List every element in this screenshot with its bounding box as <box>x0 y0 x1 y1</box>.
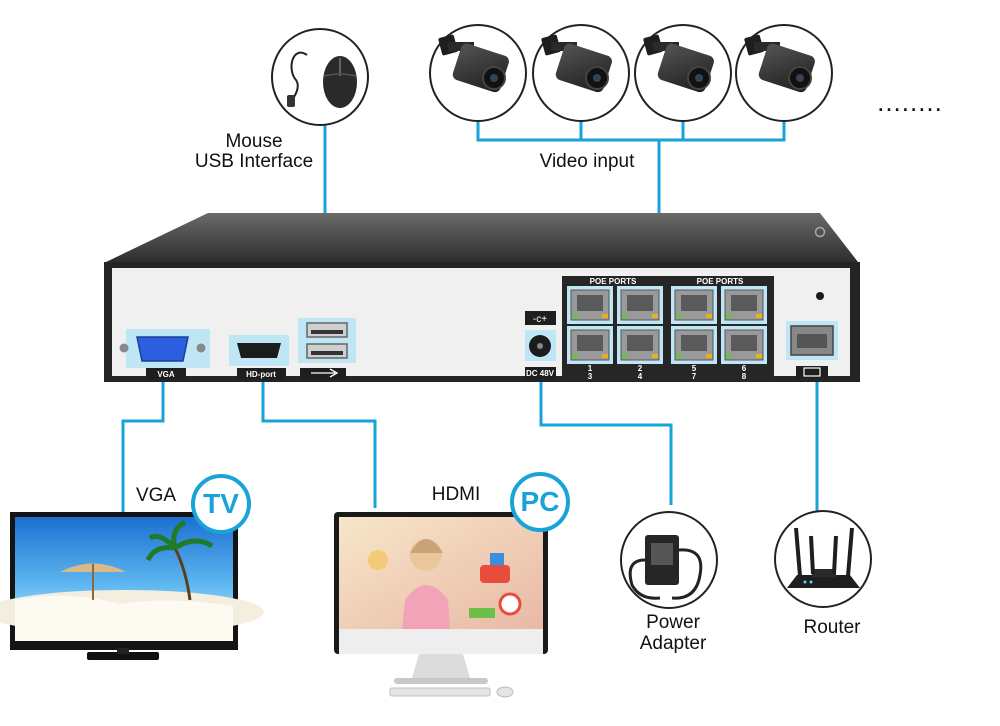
more-cameras-ellipsis: ........ <box>877 87 943 117</box>
tv-device <box>0 512 264 660</box>
pc-device <box>334 512 548 698</box>
mouse-label: Mouse <box>225 131 283 152</box>
mouse-device <box>271 28 369 126</box>
video-input-label: Video input <box>539 151 635 172</box>
poe-ethernet-port <box>721 286 767 324</box>
poe-port-number: 7 <box>692 372 697 381</box>
camera-icon <box>532 24 630 122</box>
hdmi-line <box>261 372 377 508</box>
lan-port <box>786 292 838 378</box>
poe-ethernet-port <box>617 286 663 324</box>
hdmi-label: HDMI <box>431 484 481 505</box>
vga-label: VGA <box>135 485 177 506</box>
poe-port-number: 5 <box>692 364 697 373</box>
poe-ethernet-port <box>721 326 767 364</box>
hdmi-port <box>229 335 289 379</box>
camera-icon <box>429 24 527 122</box>
poe-ethernet-port <box>671 286 717 324</box>
hd-port-label: HD-port <box>246 370 276 379</box>
poe-ethernet-port <box>567 326 613 364</box>
power-line <box>539 362 673 505</box>
poe-ports-header: POE PORTS <box>590 277 637 286</box>
poe-port-block: POE PORTS POE PORTS 1 2 5 6 3 4 7 8 <box>562 276 774 381</box>
poe-ethernet-port <box>671 326 717 364</box>
poe-ethernet-port <box>567 286 613 324</box>
vga-port <box>119 329 210 379</box>
router-label: Router <box>803 617 861 638</box>
camera-icon <box>735 24 833 122</box>
usb-interface-label: USB Interface <box>194 151 314 172</box>
poe-ethernet-port <box>617 326 663 364</box>
poe-port-number: 3 <box>588 372 593 381</box>
monitor-icon <box>334 512 548 698</box>
usb-ports <box>298 318 356 379</box>
camera-icon <box>634 24 732 122</box>
dc-power-port: -c+ <box>525 311 556 379</box>
poe-port-number: 6 <box>742 364 747 373</box>
camera-bus-line <box>476 121 786 142</box>
nvr-recorder: -c+ POE PORTS POE PORTS 1 2 5 6 3 4 7 8 <box>104 213 860 382</box>
poe-port-number: 4 <box>638 372 643 381</box>
poe-port-number: 8 <box>742 372 747 381</box>
tv-badge: TV <box>191 474 251 534</box>
mouse-icon <box>287 51 357 108</box>
vga-port-label: VGA <box>157 370 175 379</box>
router-icon <box>787 527 860 588</box>
power-adapter-icon <box>628 535 703 600</box>
pc-badge: PC <box>510 472 570 532</box>
poe-port-number: 2 <box>638 364 643 373</box>
router-device <box>774 510 872 608</box>
svg-text:-c+: -c+ <box>533 314 547 325</box>
camera-group <box>429 24 833 122</box>
dc-port-label: DC 48V <box>526 369 555 378</box>
poe-port-number: 1 <box>588 364 593 373</box>
adapter-label: Adapter <box>639 633 707 654</box>
power-adapter-device <box>620 511 718 609</box>
power-label: Power <box>646 612 700 633</box>
poe-ports-header: POE PORTS <box>697 277 744 286</box>
vga-line <box>121 372 165 515</box>
tv-icon <box>0 512 264 660</box>
